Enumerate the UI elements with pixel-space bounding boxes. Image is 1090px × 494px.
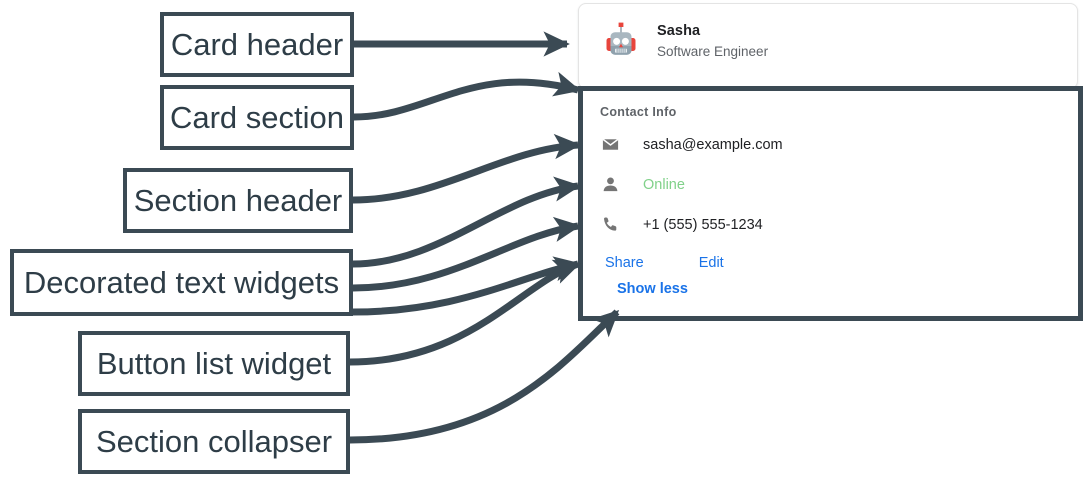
profile-card: Sasha Software Engineer bbox=[578, 3, 1078, 89]
phone-value: +1 (555) 555-1234 bbox=[643, 216, 763, 233]
card-header-texts: Sasha Software Engineer bbox=[657, 22, 768, 62]
annotation-label-decorated-text: Decorated text widgets bbox=[10, 249, 353, 316]
annotation-label-card-section: Card section bbox=[160, 85, 354, 150]
phone-icon bbox=[600, 215, 620, 235]
annotation-label-text: Decorated text widgets bbox=[23, 265, 340, 300]
arrow-decorated-text-1 bbox=[352, 176, 581, 268]
annotation-label-button-list: Button list widget bbox=[78, 331, 350, 396]
card-header: Sasha Software Engineer bbox=[579, 4, 768, 64]
edit-button[interactable]: Edit bbox=[698, 255, 724, 271]
person-icon bbox=[600, 175, 620, 195]
annotation-label-text: Section collapser bbox=[95, 424, 333, 459]
card-section: Contact Info sasha@example.com Online bbox=[578, 86, 1083, 321]
email-value: sasha@example.com bbox=[643, 136, 783, 153]
mail-icon bbox=[600, 135, 620, 155]
card-title: Sasha bbox=[657, 22, 701, 39]
annotation-label-text: Button list widget bbox=[96, 346, 332, 381]
arrow-section-collapser bbox=[349, 309, 620, 444]
card-subtitle: Software Engineer bbox=[657, 43, 769, 59]
share-button[interactable]: Share bbox=[605, 255, 644, 271]
card-section-content: Contact Info sasha@example.com Online bbox=[583, 91, 1078, 316]
robot-avatar-icon bbox=[599, 20, 643, 64]
section-header: Contact Info bbox=[600, 105, 677, 119]
arrow-card-section bbox=[353, 71, 581, 121]
status-value: Online bbox=[643, 176, 685, 193]
arrow-decorated-text-3 bbox=[352, 256, 581, 316]
decorated-text-widget-email: sasha@example.com bbox=[600, 131, 1078, 158]
decorated-text-widget-status: Online bbox=[600, 171, 1078, 198]
annotation-label-text: Card header bbox=[170, 27, 344, 62]
annotation-label-section-header: Section header bbox=[123, 168, 353, 233]
section-collapser-button[interactable]: Show less bbox=[617, 281, 688, 297]
annotation-label-text: Section header bbox=[133, 183, 343, 218]
decorated-text-widget-phone: +1 (555) 555-1234 bbox=[600, 211, 1078, 238]
annotation-label-section-collapser: Section collapser bbox=[78, 409, 350, 474]
arrow-section-header bbox=[352, 133, 581, 204]
annotation-label-card-header: Card header bbox=[160, 12, 354, 77]
annotation-label-text: Card section bbox=[169, 100, 345, 135]
arrow-decorated-text-2 bbox=[352, 216, 581, 292]
arrow-button-list bbox=[349, 259, 581, 366]
button-list-widget: Share Edit bbox=[595, 251, 1078, 275]
